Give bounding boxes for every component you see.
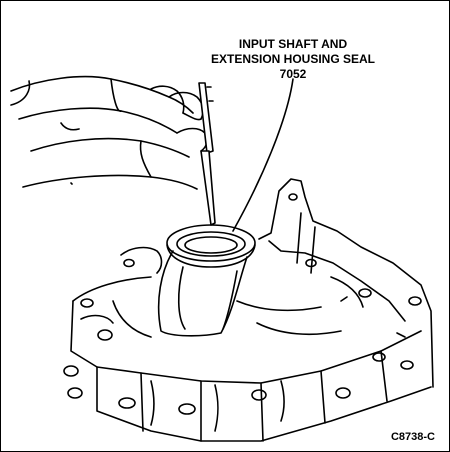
callout-leader-line bbox=[232, 78, 294, 232]
hand-illustration bbox=[10, 75, 208, 190]
input-shaft-seal bbox=[166, 224, 256, 268]
callout-line-1: INPUT SHAFT AND bbox=[238, 37, 348, 51]
seal-callout-label: INPUT SHAFT AND EXTENSION HOUSING SEAL 7… bbox=[193, 37, 393, 82]
callout-part-number: 7052 bbox=[279, 67, 307, 81]
case-bolt-bosses bbox=[63, 193, 422, 415]
figure-code: C8738-C bbox=[390, 431, 435, 443]
callout-line-2: EXTENSION HOUSING SEAL bbox=[210, 52, 376, 66]
seal-remover-tool bbox=[198, 82, 216, 226]
